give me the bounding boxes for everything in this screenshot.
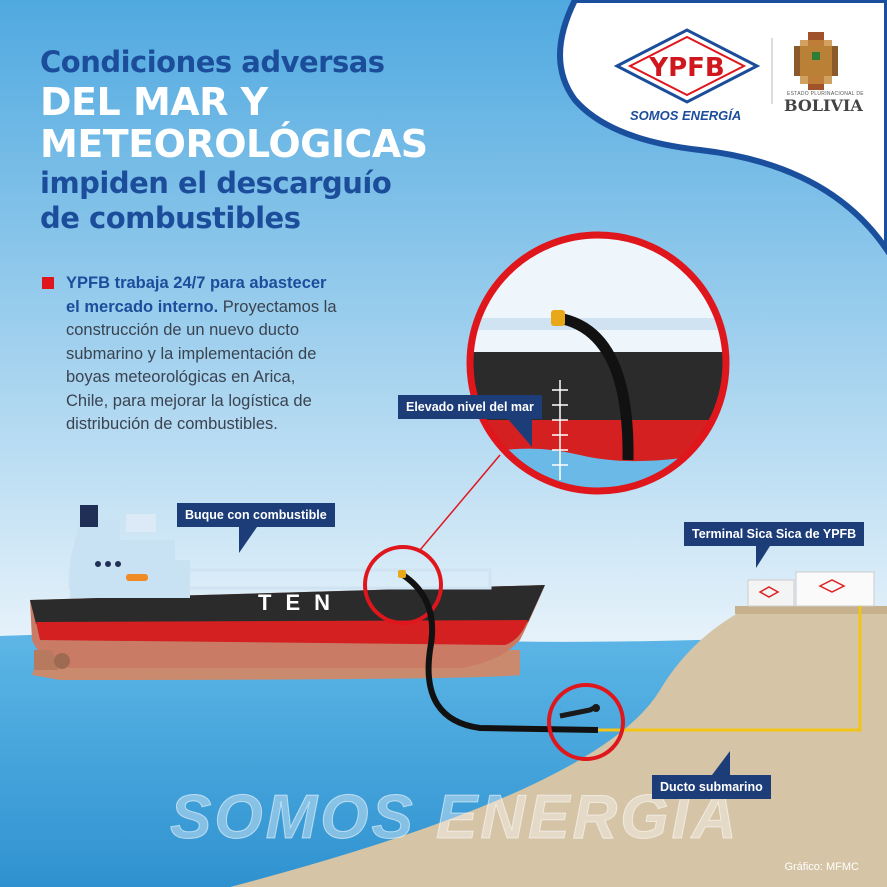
label-ship: Buque con combustible	[177, 503, 335, 553]
red-bullet-icon	[42, 277, 54, 289]
watermark: SOMOS ENERGÍA	[170, 783, 740, 853]
bolivia-emblem	[794, 32, 838, 90]
label-pipeline: Ducto submarino	[652, 751, 771, 799]
headline-line-4: impiden el descarguío	[40, 166, 392, 200]
land-pipeline	[598, 606, 862, 732]
body-bold: YPFB trabaja 24/7 para abastecer el merc…	[66, 274, 327, 316]
hose	[401, 572, 599, 733]
headline-line-2: DEL MAR Y	[40, 80, 268, 124]
sea-level-detail	[470, 235, 726, 491]
detail-circle-ship	[363, 545, 443, 625]
headline: Condiciones adversas DEL MAR Y METEOROLÓ…	[40, 48, 428, 233]
headline-line-5: de combustibles	[40, 201, 301, 235]
body-text: Proyectamos la construcción de un nuevo …	[66, 297, 337, 434]
detail-circle-diver	[547, 683, 625, 761]
credit: Gráfico: MFMC	[784, 861, 859, 873]
shore	[230, 612, 887, 887]
svg-text:YPFB: YPFB	[648, 53, 724, 83]
ship	[30, 505, 545, 680]
bolivia-small-text: ESTADO PLURINACIONAL DE	[787, 91, 864, 97]
bolivia-wordmark: BOLIVIA	[784, 96, 863, 115]
ypfb-logo: YPFB	[613, 28, 761, 104]
ship-name: TEN	[258, 590, 344, 615]
label-sea-level: Elevado nivel del mar	[398, 395, 542, 447]
label-terminal: Terminal Sica Sica de YPFB	[684, 522, 865, 568]
headline-line-3: METEOROLÓGICAS	[40, 122, 428, 166]
headline-line-1: Condiciones adversas	[40, 45, 385, 79]
terminal-building	[747, 571, 875, 607]
body-paragraph: YPFB trabaja 24/7 para abastecer el merc…	[40, 272, 340, 437]
ypfb-tagline: SOMOS ENERGÍA	[630, 108, 742, 123]
